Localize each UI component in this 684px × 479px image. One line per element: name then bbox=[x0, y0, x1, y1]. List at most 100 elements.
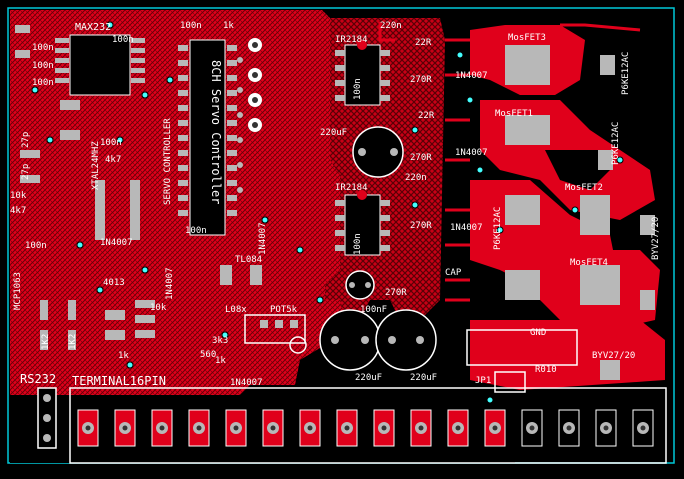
label-pot5k: POT5k bbox=[270, 305, 298, 315]
label-mcp1063: MCP1063 bbox=[13, 272, 23, 310]
terminal-pin bbox=[558, 409, 580, 447]
terminal-pin bbox=[299, 409, 321, 447]
label-in4007-3: 1N4007 bbox=[165, 267, 175, 300]
label-c220n-1: 220n bbox=[380, 21, 402, 31]
label-mosfet4: MosFET4 bbox=[570, 258, 608, 268]
label-byv27-2: BYV27/20 bbox=[592, 351, 635, 361]
label-in4007-2: 1N4007 bbox=[230, 378, 263, 388]
label-r010: R010 bbox=[535, 365, 557, 375]
label-c100n-8: 100n bbox=[185, 226, 207, 236]
label-c100n-1: 100n bbox=[32, 43, 54, 53]
label-in4007-4: 1N4007 bbox=[258, 222, 268, 255]
label-p6ke-1: P6KE12AC bbox=[621, 52, 631, 95]
label-r4k7: 4k7 bbox=[105, 155, 121, 165]
label-c100n-vert: 100n bbox=[353, 78, 363, 100]
label-c220uf-2: 220uF bbox=[355, 373, 382, 383]
label-r270-2: 270R bbox=[410, 153, 432, 163]
label-c100n-9: 100nF bbox=[360, 305, 387, 315]
label-mosfet1: MosFET1 bbox=[495, 109, 533, 119]
label-max232: MAX232 bbox=[75, 22, 111, 33]
terminal-pin bbox=[484, 409, 506, 447]
label-ir2184-2: IR2184 bbox=[335, 183, 368, 193]
smd-components-left bbox=[15, 25, 262, 350]
label-servo: 8CH Servo Controller bbox=[209, 60, 223, 205]
max232-chip bbox=[55, 34, 145, 96]
label-4013: 4013 bbox=[103, 278, 125, 288]
label-c100n-2: 100n bbox=[32, 61, 54, 71]
gap-2 bbox=[545, 150, 610, 190]
label-c220uf-1: 220uF bbox=[320, 128, 347, 138]
label-c27p-2: 27p bbox=[21, 164, 31, 180]
label-c220n-2: 220n bbox=[405, 173, 427, 183]
terminal-pin bbox=[336, 409, 358, 447]
label-p6ke-3: P6KE12AC bbox=[493, 207, 503, 250]
label-r270-4: 270R bbox=[385, 288, 407, 298]
terminal-block bbox=[69, 387, 667, 464]
mosfet-pads bbox=[466, 45, 655, 380]
terminal-pin bbox=[447, 409, 469, 447]
terminal-pin bbox=[262, 409, 284, 447]
rs232-header bbox=[37, 387, 57, 449]
label-c100n-7: 100n bbox=[25, 241, 47, 251]
terminal-pin bbox=[114, 409, 136, 447]
label-c100n-4: 100n bbox=[112, 35, 134, 45]
label-r3k3: 3k3 bbox=[212, 336, 228, 346]
label-servo-ctrl-v: SERVO CONTROLLER bbox=[163, 118, 173, 205]
ir2184-chips bbox=[335, 40, 390, 256]
label-cap: CAP bbox=[445, 268, 462, 278]
label-mosfet2: MosFET2 bbox=[565, 183, 603, 193]
pot5k bbox=[244, 314, 307, 354]
label-in4007-6: 1N4007 bbox=[455, 148, 488, 158]
label-terminal: TERMINAL16PIN bbox=[72, 374, 166, 388]
label-gnd: GND bbox=[530, 328, 546, 338]
label-r4k7b: 4k7 bbox=[10, 206, 26, 216]
terminal-pin bbox=[188, 409, 210, 447]
electrolytic-caps bbox=[319, 126, 437, 371]
terminal-pin bbox=[521, 409, 543, 447]
silkscreen-labels: MAX232 100n 100n 100n 100n 100n 1k 100n … bbox=[10, 21, 661, 388]
label-ir2184-1: IR2184 bbox=[335, 35, 368, 45]
terminal-pin bbox=[151, 409, 173, 447]
label-rs232: RS232 bbox=[20, 372, 56, 386]
terminal-pin bbox=[373, 409, 395, 447]
label-r1k-top: 1k bbox=[223, 21, 234, 31]
terminal-pin bbox=[632, 409, 654, 447]
label-r560: 560 bbox=[200, 350, 216, 360]
label-r1k-b: 1k bbox=[118, 351, 129, 361]
label-p6ke-2: P6KE12AC bbox=[611, 122, 621, 165]
label-r1k2a: 1K2 bbox=[41, 334, 51, 350]
label-c100n-5: 100n bbox=[180, 21, 202, 31]
label-r10k-b: 10k bbox=[150, 303, 167, 313]
label-jp1: JP1 bbox=[475, 376, 491, 386]
label-r270-3: 270R bbox=[410, 221, 432, 231]
jp1-header bbox=[494, 371, 526, 393]
copper-pour-main bbox=[10, 10, 345, 395]
label-r10k: 10k bbox=[10, 191, 27, 201]
label-c100n-3: 100n bbox=[32, 78, 54, 88]
label-tl084: TL084 bbox=[235, 255, 262, 265]
label-xtal: XTAL24MHZ bbox=[91, 141, 101, 190]
servo-header bbox=[237, 38, 262, 193]
label-mosfet3: MosFET3 bbox=[508, 33, 546, 43]
label-c27p-1: 27p bbox=[21, 132, 31, 148]
label-c100n-6: 100n bbox=[100, 138, 122, 148]
terminal-pin bbox=[595, 409, 617, 447]
terminal-pin bbox=[77, 409, 99, 447]
traces bbox=[378, 22, 641, 302]
label-r22-2: 22R bbox=[418, 111, 435, 121]
label-r1k2b: 1K2 bbox=[68, 334, 78, 350]
label-c220uf-3: 220uF bbox=[410, 373, 437, 383]
label-c100n-vert2: 100n bbox=[353, 233, 363, 255]
label-byv27-1: BYV27/20 bbox=[651, 217, 661, 260]
terminal-pin bbox=[225, 409, 247, 447]
label-in4007-1: 1N4007 bbox=[100, 238, 133, 248]
label-in4007-5: 1N4007 bbox=[455, 71, 488, 81]
servo-controller-chip bbox=[178, 39, 237, 236]
label-r22-1: 22R bbox=[415, 38, 432, 48]
vias bbox=[31, 21, 624, 404]
terminal-pin bbox=[410, 409, 432, 447]
label-lm7805: L08x bbox=[225, 305, 247, 315]
label-in4007-7: 1N4007 bbox=[450, 223, 483, 233]
